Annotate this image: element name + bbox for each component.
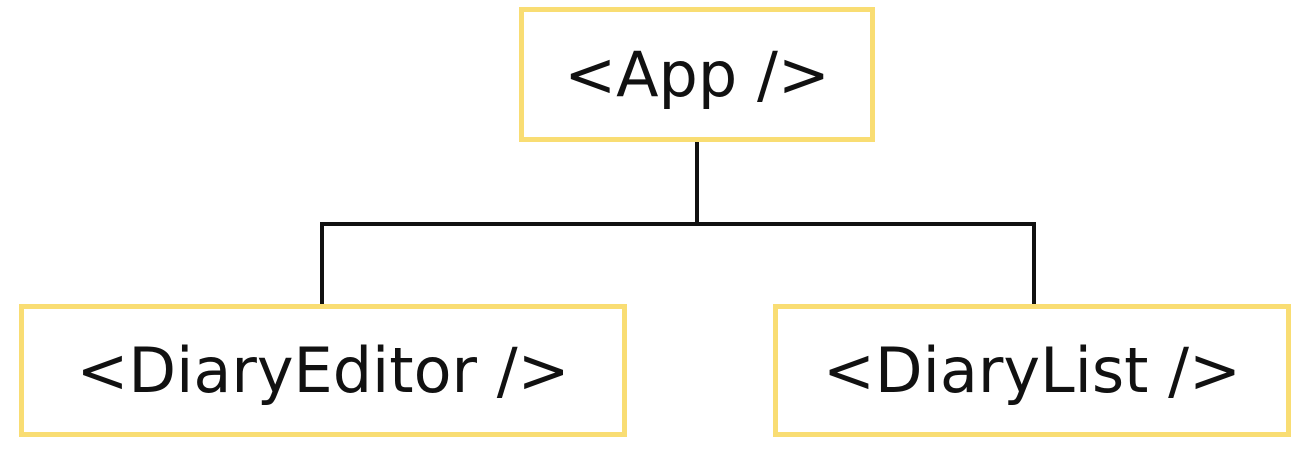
- diary-list-component-label: <DiaryList />: [822, 333, 1241, 407]
- app-component-label: <App />: [564, 37, 830, 111]
- diary-list-component-node: <DiaryList />: [773, 304, 1291, 437]
- diary-editor-component-node: <DiaryEditor />: [19, 304, 627, 437]
- app-component-node: <App />: [519, 7, 875, 142]
- diary-editor-component-label: <DiaryEditor />: [76, 333, 570, 407]
